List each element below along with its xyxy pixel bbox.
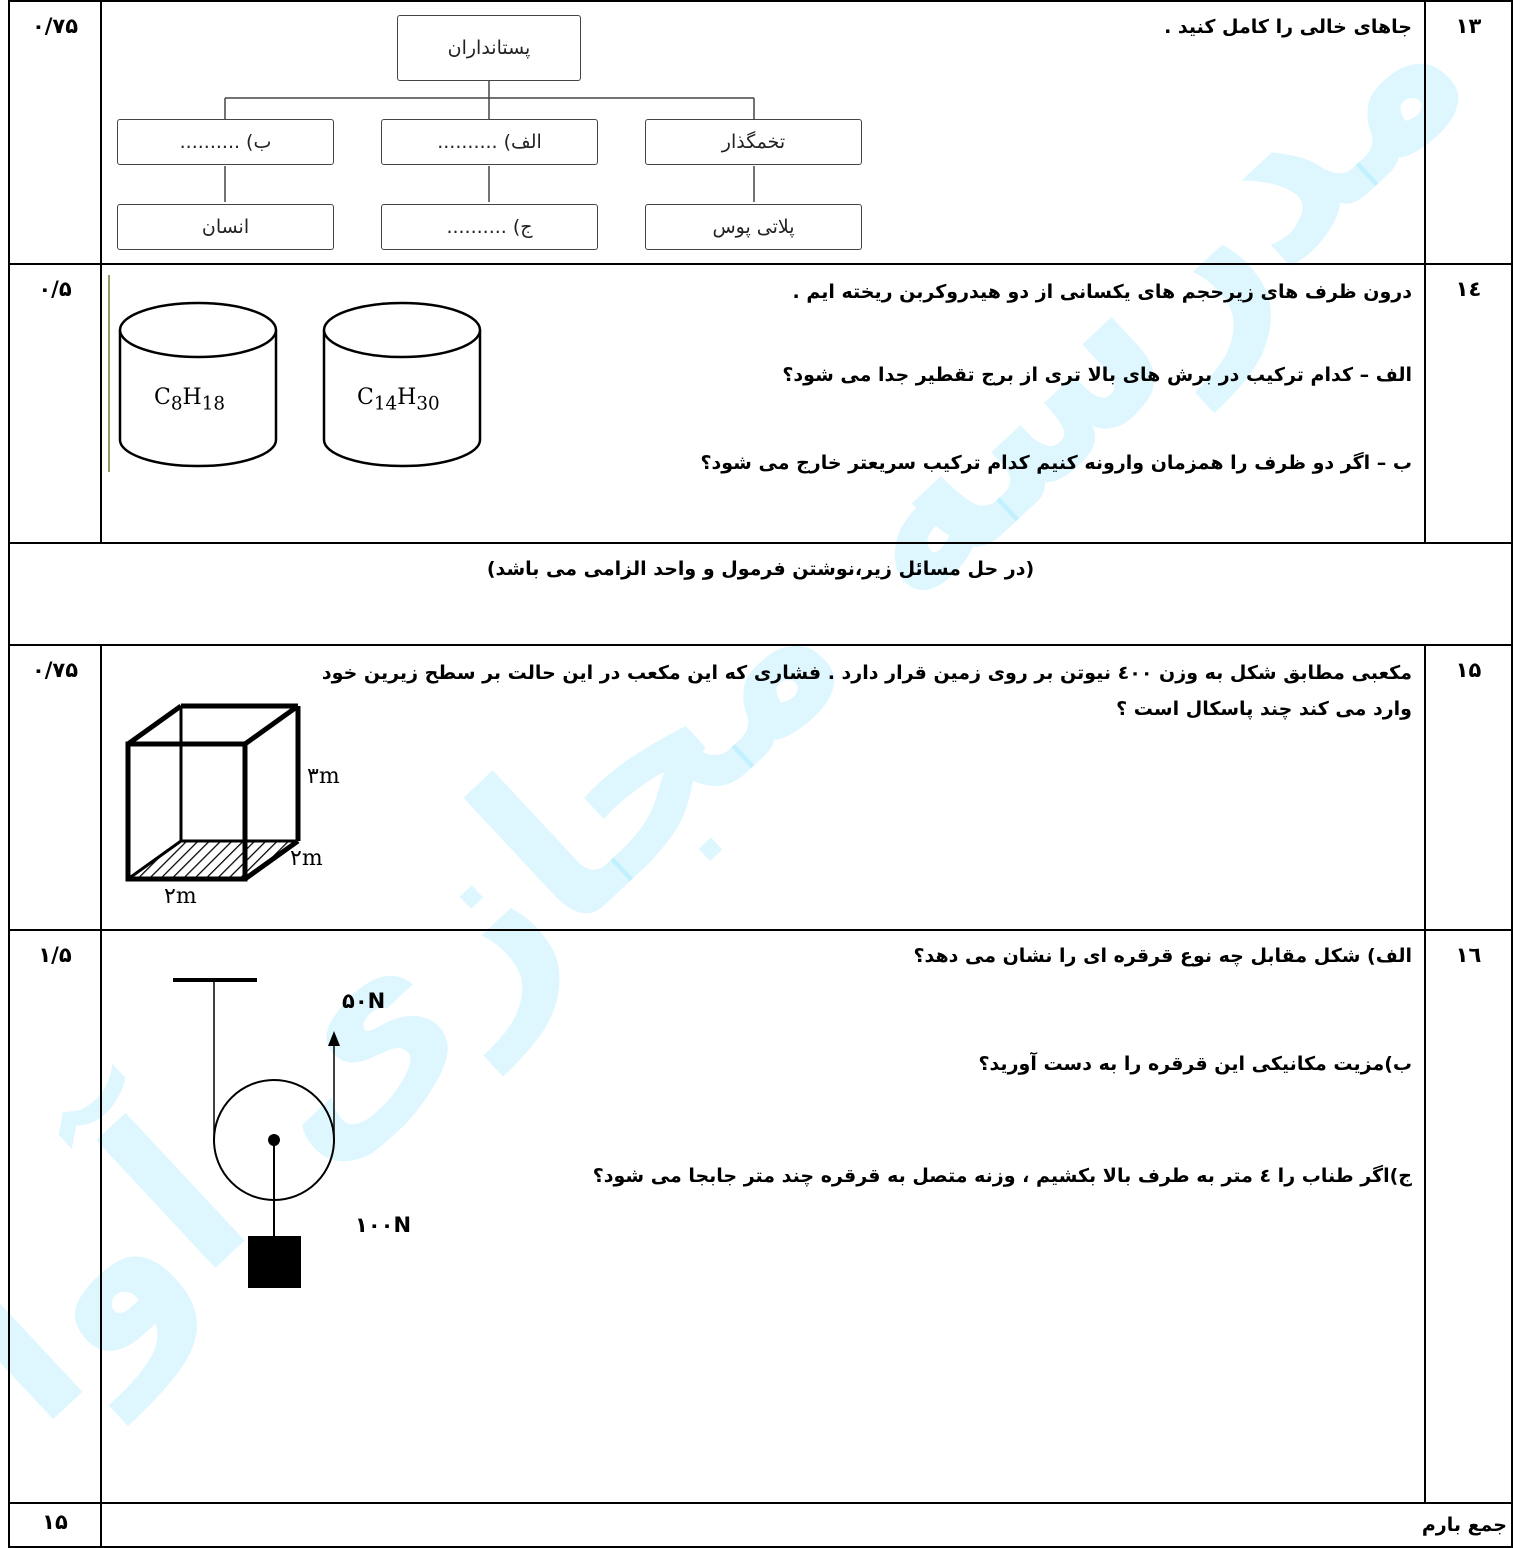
dimension-width: ۲m: [164, 884, 197, 909]
question-number: ١٤: [1424, 263, 1513, 544]
chart-box-human: انسان: [117, 204, 334, 250]
question-part-b: ب – اگر دو ظرف را همزمان وارونه کنیم کدا…: [700, 452, 1413, 474]
chart-connectors: [224, 80, 755, 202]
question-number: ۱۳: [1424, 0, 1513, 265]
question-content: مکعبی مطابق شکل به وزن ٤۰۰ نیوتن بر روی …: [100, 644, 1426, 931]
question-part-a: الف – کدام ترکیب در برش های بالا تری از …: [782, 364, 1412, 386]
question-number: ١٦: [1424, 929, 1513, 1504]
question-part-c: ج)اگر طناب را ٤ متر به طرف بالا بکشیم ، …: [592, 1165, 1412, 1187]
chart-box-platypus: پلاتی پوس: [645, 204, 862, 250]
question-row-16: ١٦ الف) شکل مقابل چه نوع قرقره ای را نشا…: [8, 929, 1513, 1504]
note-row: (در حل مسائل زیر،نوشتن فرمول و واحد الزا…: [8, 542, 1513, 646]
chart-box-blank-b: ب) ..........: [117, 119, 334, 165]
question-content: جاهای خالی را کامل کنید . پستانداران: [100, 0, 1426, 265]
question-row-15: ۱۵ مکعبی مطابق شکل به وزن ٤۰۰ نیوتن بر ر…: [8, 644, 1513, 931]
total-value: ۱۵: [8, 1502, 102, 1548]
question-score: ۰/۷۵: [8, 644, 102, 931]
force-label-up: ۵۰N: [342, 989, 386, 1013]
question-number: ۱۵: [1424, 644, 1513, 931]
question-text-line-2: وارد می کند چند پاسکال است ؟: [1116, 698, 1412, 720]
question-score: ۰/۵: [8, 263, 102, 544]
chart-box-blank-a: الف) ..........: [381, 119, 598, 165]
dimension-height: ۳m: [307, 764, 340, 789]
weight-label: ۱۰۰N: [355, 1213, 412, 1237]
chart-root-box: پستانداران: [397, 15, 581, 81]
question-text: درون ظرف های زیرحجم های یکسانی از دو هید…: [792, 281, 1412, 303]
question-row-13: ۱۳ جاهای خالی را کامل کنید . پ: [8, 0, 1513, 265]
cylinder-label-c8h18: C8H18: [154, 385, 226, 415]
cylinder-label-c14h30: C14H30: [357, 385, 440, 415]
question-part-a: الف) شکل مقابل چه نوع قرقره ای را نشان م…: [913, 945, 1412, 967]
cylinders-figure: [108, 275, 482, 472]
total-label: جمع بارم: [100, 1502, 1513, 1548]
chart-box-blank-c: ج) ..........: [381, 204, 598, 250]
instruction-note: (در حل مسائل زیر،نوشتن فرمول و واحد الزا…: [8, 542, 1513, 646]
cube-figure: [125, 703, 301, 882]
question-score: ۱/۵: [8, 929, 102, 1504]
dimension-depth: ۲m: [290, 846, 323, 871]
question-text: جاهای خالی را کامل کنید .: [1164, 16, 1412, 38]
exam-table: ۱۳ جاهای خالی را کامل کنید . پ: [8, 0, 1513, 1548]
question-content: الف) شکل مقابل چه نوع قرقره ای را نشان م…: [100, 929, 1426, 1504]
pulley-figure: [173, 978, 340, 1288]
question-text-line-1: مکعبی مطابق شکل به وزن ٤۰۰ نیوتن بر روی …: [321, 662, 1412, 684]
total-row: جمع بارم ۱۵: [8, 1502, 1513, 1548]
question-score: ۰/۷۵: [8, 0, 102, 265]
chart-box-egg-laying: تخمگذار: [645, 119, 862, 165]
question-content: درون ظرف های زیرحجم های یکسانی از دو هید…: [100, 263, 1426, 544]
question-part-b: ب)مزیت مکانیکی این قرقره را به دست آورید…: [978, 1053, 1412, 1075]
question-row-14: ١٤ درون ظرف های زیرحجم های یکسانی از دو …: [8, 263, 1513, 544]
